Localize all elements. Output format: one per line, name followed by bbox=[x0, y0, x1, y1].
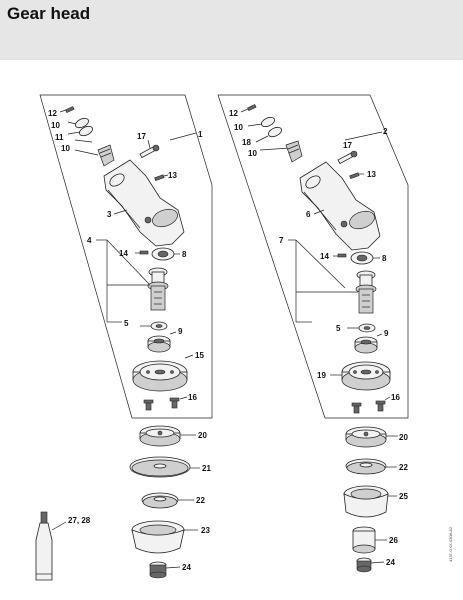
callout-20-left: 20 bbox=[198, 431, 207, 440]
screw-12-right bbox=[240, 104, 257, 113]
thrust-plate-22-left bbox=[141, 492, 194, 509]
callout-27-28-left: 27, 28 bbox=[68, 516, 91, 525]
callout-14-right: 14 bbox=[320, 252, 329, 261]
thrust-plate-22-right bbox=[345, 458, 397, 475]
callout-21-left: 21 bbox=[202, 464, 211, 473]
callout-5-right: 5 bbox=[336, 324, 341, 333]
pin-14-left bbox=[135, 250, 149, 255]
callout-24-right: 24 bbox=[386, 558, 395, 567]
callout-8-right: 8 bbox=[382, 254, 387, 263]
sleeve-26-right bbox=[352, 526, 387, 554]
callout-10b-left: 10 bbox=[61, 144, 70, 153]
washer-10-left bbox=[75, 117, 89, 129]
ring-25-right bbox=[343, 485, 397, 518]
callout-23-left: 23 bbox=[201, 526, 210, 535]
thrust-plate-20-left bbox=[139, 425, 196, 447]
bearing-8-left bbox=[151, 247, 180, 261]
callout-19-right: 19 bbox=[317, 371, 326, 380]
gear-housing-right bbox=[299, 161, 381, 251]
cover-15-left bbox=[132, 354, 194, 392]
callout-14-left: 14 bbox=[119, 249, 128, 258]
screw-13-right bbox=[349, 172, 364, 180]
ring-23-left bbox=[131, 520, 198, 554]
callout-24-left: 24 bbox=[182, 563, 191, 572]
callout-10-left: 10 bbox=[51, 121, 60, 130]
cover-19-right bbox=[330, 361, 391, 391]
drive-shaft-left bbox=[147, 267, 169, 311]
washer-11-left bbox=[79, 125, 93, 137]
callout-17-right: 17 bbox=[343, 141, 352, 150]
page-title: Gear head bbox=[7, 4, 91, 23]
bevel-gear-right bbox=[285, 140, 303, 163]
callout-26-right: 26 bbox=[389, 536, 398, 545]
bearing-8-right bbox=[350, 251, 380, 265]
screw-12-left bbox=[59, 106, 75, 113]
callout-22-left: 22 bbox=[196, 496, 205, 505]
callout-17-left: 17 bbox=[137, 132, 146, 141]
header-bar: Gear head bbox=[0, 0, 463, 60]
right-frame bbox=[217, 94, 409, 419]
right-callouts: 12 10 18 10 2 17 13 6 7 14 8 5 9 19 16 2… bbox=[229, 109, 408, 567]
callout-18-right: 18 bbox=[242, 138, 251, 147]
nut-24-left bbox=[149, 561, 181, 579]
callout-1-left: 1 bbox=[198, 130, 203, 139]
grease-tube-icon bbox=[35, 511, 67, 581]
bearing-9-right bbox=[354, 333, 383, 354]
screws-16-left bbox=[143, 396, 188, 411]
disc-21-left bbox=[129, 456, 200, 478]
callout-4-left: 4 bbox=[87, 236, 92, 245]
callout-10-right: 10 bbox=[234, 123, 243, 132]
callout-22-right: 22 bbox=[399, 463, 408, 472]
callout-7-right: 7 bbox=[279, 236, 284, 245]
bearing-9-left bbox=[147, 331, 177, 353]
callout-12-left: 12 bbox=[48, 109, 57, 118]
callout-25-right: 25 bbox=[399, 492, 408, 501]
washer-10-right bbox=[261, 116, 275, 128]
washer-18-right bbox=[268, 126, 282, 138]
callout-13-left: 13 bbox=[168, 171, 177, 180]
callout-13-right: 13 bbox=[367, 170, 376, 179]
screw-13-left bbox=[154, 174, 169, 182]
gear-housing-left bbox=[103, 159, 185, 247]
callout-12-right: 12 bbox=[229, 109, 238, 118]
callout-9-left: 9 bbox=[178, 327, 183, 336]
callout-16-left: 16 bbox=[188, 393, 197, 402]
callout-10b-right: 10 bbox=[248, 149, 257, 158]
bolt-17-right bbox=[337, 150, 358, 165]
side-code: 4137-GXX-0308-A2 bbox=[448, 526, 453, 562]
bolt-17-left bbox=[139, 139, 160, 159]
left-callouts: 12 10 11 10 17 1 13 3 4 14 8 5 9 15 16 2… bbox=[48, 109, 211, 572]
bevel-gear-left bbox=[97, 144, 115, 167]
callout-6-right: 6 bbox=[306, 210, 311, 219]
thrust-plate-20-right bbox=[345, 426, 398, 448]
callout-15-left: 15 bbox=[195, 351, 204, 360]
callout-11-left: 11 bbox=[55, 133, 64, 142]
screws-16-right bbox=[351, 396, 391, 414]
callout-5-left: 5 bbox=[124, 319, 129, 328]
callout-8-left: 8 bbox=[182, 250, 187, 259]
callout-3-left: 3 bbox=[107, 210, 112, 219]
callout-16-right: 16 bbox=[391, 393, 400, 402]
callout-2-right: 2 bbox=[383, 127, 388, 136]
callout-9-right: 9 bbox=[384, 329, 389, 338]
nut-24-right bbox=[356, 557, 385, 573]
drive-shaft-right bbox=[355, 270, 377, 314]
left-frame bbox=[39, 94, 213, 419]
callout-20-right: 20 bbox=[399, 433, 408, 442]
pin-14-right bbox=[333, 253, 347, 258]
